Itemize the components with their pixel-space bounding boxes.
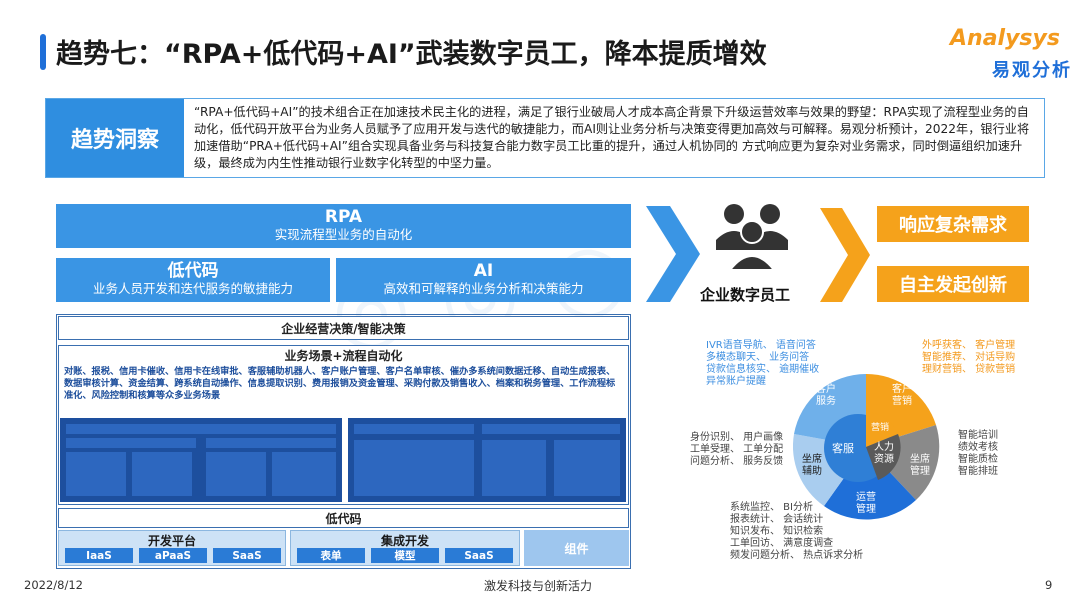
ai-band: AI 高效和可解释的业务分析和决策能力 — [336, 258, 631, 302]
lowcode-band: 低代码 业务人员开发和迭代服务的敏捷能力 — [56, 258, 330, 302]
decision-layer: 企业经营决策/智能决策 — [58, 316, 629, 340]
components-block: 组件 — [524, 530, 629, 566]
svg-text:坐席: 坐席 — [802, 452, 822, 465]
lowcode-title: 低代码 — [56, 262, 330, 281]
svg-text:辅助: 辅助 — [802, 464, 822, 477]
integration-title: 集成开发 — [291, 532, 519, 549]
chip-saas-2: SaaS — [445, 548, 513, 563]
svg-text:坐席: 坐席 — [910, 452, 930, 465]
footer-slogan: 激发科技与创新活力 — [484, 577, 592, 594]
rpa-robot-diagram — [60, 418, 342, 502]
chip-saas: SaaS — [213, 548, 281, 563]
title-accent-bar — [40, 34, 46, 70]
svg-text:服务: 服务 — [816, 394, 836, 407]
annot-top-right: 外呼获客、 客户管理 智能推荐、 对话导购 理财营销、 贷款营销 — [922, 340, 1015, 376]
annot-top-left: IVR语音导航、 语音问答 多模态聊天、 业务问答 贷款信息核实、 逾期催收 异… — [706, 340, 819, 388]
insight-label: 趋势洞察 — [46, 99, 184, 177]
lowcode-subtitle: 业务人员开发和迭代服务的敏捷能力 — [56, 281, 330, 297]
insight-text: “RPA+低代码+AI”的技术组合正在加速技术民主化的进程，满足了银行业破局人才… — [194, 104, 1036, 172]
chip-model: 模型 — [371, 548, 439, 563]
svg-text:营销: 营销 — [892, 394, 912, 407]
wheel-center-label: 客服 — [832, 441, 854, 455]
chevron-right-icon — [646, 206, 700, 302]
integration-platform: 集成开发 表单 模型 SaaS — [290, 530, 520, 566]
logo-subtext: 易观分析 — [992, 56, 1072, 82]
annot-right: 智能培训 绩效考核 智能质检 智能排班 — [958, 430, 998, 478]
rpa-subtitle: 实现流程型业务的自动化 — [56, 227, 631, 243]
annot-left: 身份识别、 用户画像 工单受理、 工单分配 问题分析、 服务反馈 — [690, 432, 783, 468]
digital-employee-label: 企业数字员工 — [700, 284, 790, 305]
rpa-title: RPA — [56, 208, 631, 227]
lowcode-layer: 低代码 — [58, 508, 629, 528]
ai-subtitle: 高效和可解释的业务分析和决策能力 — [336, 281, 631, 297]
rpa-band: RPA 实现流程型业务的自动化 — [56, 204, 631, 248]
dev-platform: 开发平台 IaaS aPaaS SaaS — [58, 530, 286, 566]
ai-title: AI — [336, 262, 631, 281]
chip-iaas: IaaS — [65, 548, 133, 563]
scene-title: 业务场景+流程自动化 — [58, 347, 629, 364]
dev-platform-title: 开发平台 — [59, 532, 285, 549]
footer-date: 2022/8/12 — [24, 578, 83, 592]
page-title: 趋势七：“RPA+低代码+AI”武装数字员工，降本提质增效 — [56, 32, 767, 71]
scene-text: 对账、报税、信用卡催收、信用卡在线审批、客服辅助机器人、客户账户管理、客户名单审… — [64, 366, 624, 402]
service-wheel: 客服 营销 人力 资源 客户 服务 客户 营销 坐席 管理 运营 管理 坐席 辅… — [786, 372, 946, 522]
outcome-respond: 响应复杂需求 — [877, 206, 1029, 242]
logo-text: Analysys — [950, 26, 1060, 51]
chevron-right-icon — [820, 208, 870, 302]
chip-apaas: aPaaS — [139, 548, 207, 563]
outcome-innovate: 自主发起创新 — [877, 266, 1029, 302]
page-number: 9 — [1045, 578, 1052, 592]
people-icon — [712, 200, 792, 272]
chip-form: 表单 — [297, 548, 365, 563]
svg-text:管理: 管理 — [910, 464, 930, 477]
annot-bottom: 系统监控、 BI分析 报表统计、 会话统计 知识发布、 知识检索 工单回访、 满… — [730, 502, 863, 562]
process-robot-diagram — [348, 418, 626, 502]
svg-text:营销: 营销 — [871, 421, 889, 433]
svg-text:客户: 客户 — [892, 382, 912, 395]
svg-text:人力: 人力 — [874, 440, 894, 453]
svg-text:资源: 资源 — [874, 452, 894, 465]
